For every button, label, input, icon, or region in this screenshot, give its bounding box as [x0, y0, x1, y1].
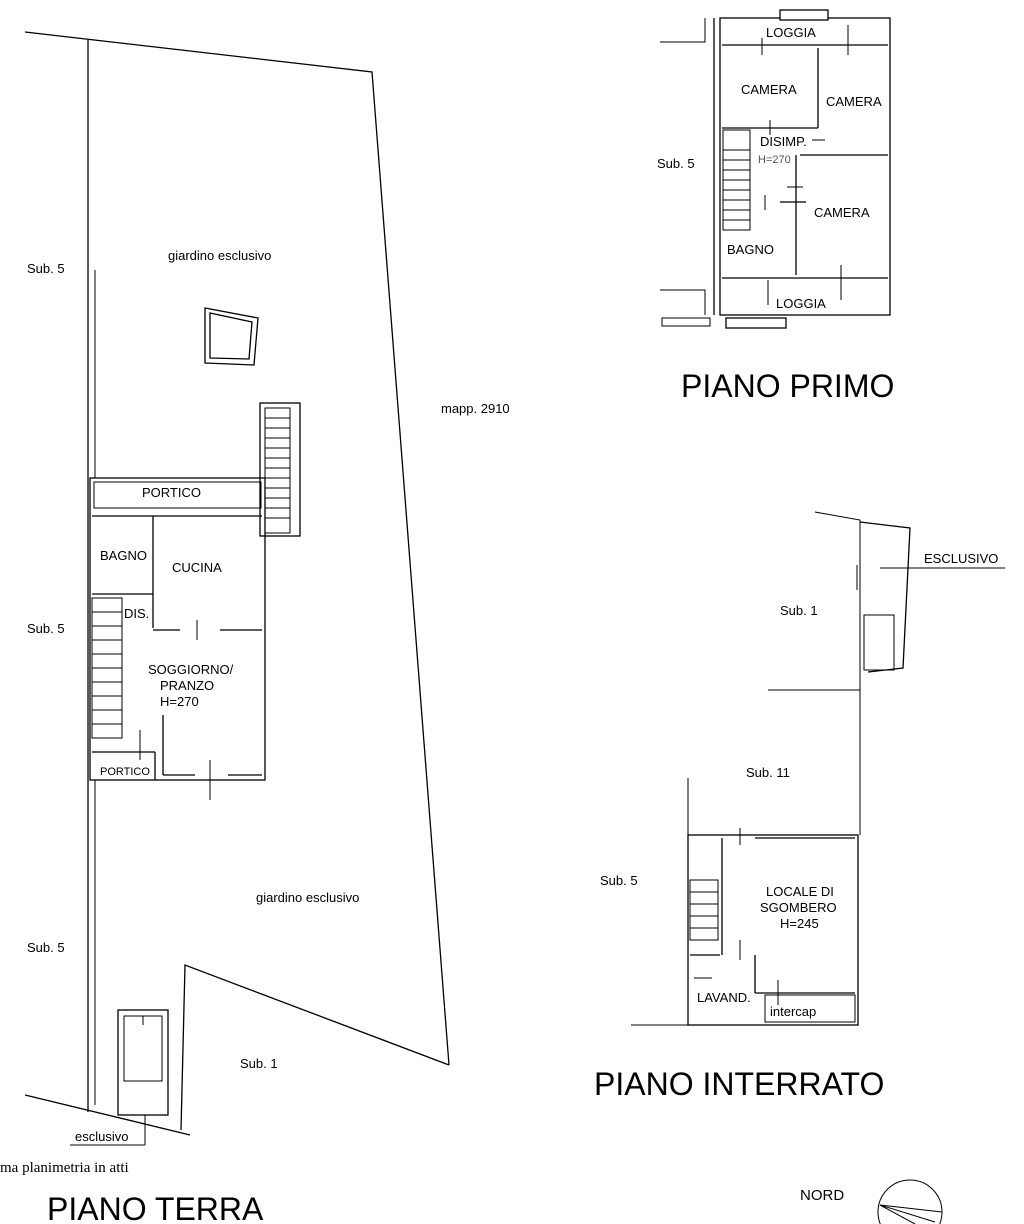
- piano-primo-title: PIANO PRIMO: [681, 368, 894, 404]
- house-outline: [89, 477, 266, 781]
- label-camera: CAMERA: [814, 205, 870, 220]
- label-sub5: Sub. 5: [27, 621, 65, 636]
- label-bagno: BAGNO: [727, 242, 774, 257]
- label-cucina: CUCINA: [172, 560, 222, 575]
- label-giardino-top: giardino esclusivo: [168, 248, 271, 263]
- lot-boundary-bottom: [24, 1094, 191, 1136]
- label-loggia: LOGGIA: [776, 296, 826, 311]
- label-sub5: Sub. 5: [27, 940, 65, 955]
- label-locale: LOCALE DI: [766, 884, 834, 899]
- label-height: H=270: [160, 694, 199, 709]
- label-sub5: Sub. 5: [600, 873, 638, 888]
- label-intercap: intercap: [770, 1004, 816, 1019]
- piano-interrato-title: PIANO INTERRATO: [594, 1066, 884, 1102]
- label-sub5: Sub. 5: [27, 261, 65, 276]
- piano-terra-plan: giardino esclusivo giardino esclusivo Su…: [0, 31, 510, 1224]
- label-giardino-bottom: giardino esclusivo: [256, 890, 359, 905]
- interrato-outline: [687, 834, 859, 1026]
- label-portico-bottom: PORTICO: [100, 766, 150, 778]
- label-sgombero: SGOMBERO: [760, 900, 837, 915]
- label-soggiorno: SOGGIORNO/: [148, 662, 234, 677]
- entry-ramp: [70, 1009, 169, 1146]
- label-lavand: LAVAND.: [697, 990, 751, 1005]
- piano-primo-plan: LOGGIA LOGGIA CAMERA CAMERA CAMERA DISIM…: [657, 9, 894, 404]
- label-camera: CAMERA: [826, 94, 882, 109]
- stairs-ground: [91, 597, 123, 739]
- label-sub11: Sub. 11: [746, 765, 790, 780]
- label-portico: PORTICO: [142, 485, 201, 500]
- north-arrow-icon: NORD: [800, 1179, 943, 1224]
- label-height: H=245: [780, 916, 819, 931]
- label-esclusivo: esclusivo: [75, 1129, 128, 1144]
- garden-structure: [204, 307, 259, 366]
- primo-outline: [719, 17, 891, 316]
- label-sub1: Sub. 1: [780, 603, 818, 618]
- sub1-boundary: [180, 964, 450, 1131]
- label-disimp: DISIMP.: [760, 134, 807, 149]
- north-label: NORD: [800, 1187, 844, 1204]
- label-mapp: mapp. 2910: [441, 401, 510, 416]
- footer-fragment: ma planimetria in atti: [0, 1160, 129, 1176]
- external-stairs: [259, 402, 301, 537]
- label-esclusivo: ESCLUSIVO: [924, 551, 998, 566]
- piano-interrato-plan: ESCLUSIVO Sub. 1 Sub. 11 Sub. 5 LOCALE D…: [594, 511, 1005, 1102]
- label-sub5: Sub. 5: [657, 156, 695, 171]
- label-pranzo: PRANZO: [160, 678, 214, 693]
- piano-terra-title: PIANO TERRA: [47, 1191, 264, 1224]
- label-bagno: BAGNO: [100, 548, 147, 563]
- label-height: H=270: [758, 154, 791, 166]
- label-loggia: LOGGIA: [766, 25, 816, 40]
- stairs-interrato: [689, 879, 719, 941]
- stairs-primo: [722, 129, 751, 231]
- label-sub1: Sub. 1: [240, 1056, 278, 1071]
- label-camera: CAMERA: [741, 82, 797, 97]
- lot-boundary: [24, 31, 450, 1066]
- label-dis: DIS.: [124, 606, 149, 621]
